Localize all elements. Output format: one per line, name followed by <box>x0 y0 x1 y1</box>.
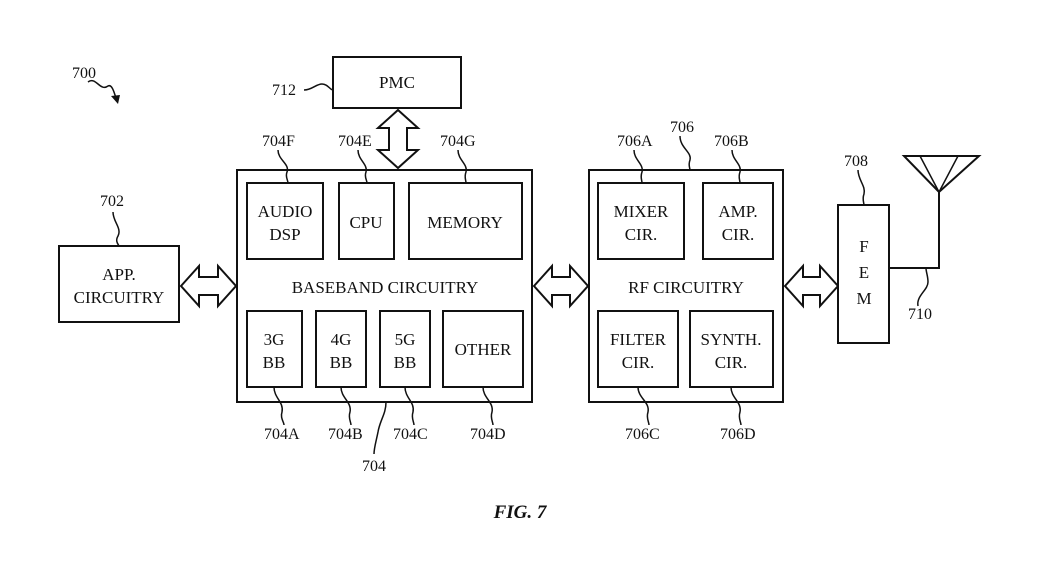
pmc-label: PMC <box>379 73 415 92</box>
bb-4g-block <box>315 310 367 388</box>
app-baseband-arrow <box>179 263 238 309</box>
fem-letter-3: M <box>856 289 871 308</box>
amp-leader <box>731 149 741 184</box>
antenna-ref: 710 <box>908 306 932 323</box>
mixer-block <box>597 182 685 260</box>
filter-leader <box>637 386 650 426</box>
rf-circuitry-leader <box>679 135 691 171</box>
filter-block <box>597 310 679 388</box>
bb-5g-line1: 5G <box>395 330 416 349</box>
memory-leader <box>457 149 467 184</box>
amp-line2: CIR. <box>722 225 755 244</box>
audio-dsp-line1: AUDIO <box>258 202 313 221</box>
rf-circuitry-ref: 706 <box>670 119 694 136</box>
other-block <box>442 310 524 388</box>
amp-ref: 706B <box>714 133 749 150</box>
bb-5g-line2: BB <box>394 353 417 372</box>
baseband-ref-leader <box>373 401 387 455</box>
app-circuitry-line2: CIRCUITRY <box>74 288 165 307</box>
cpu-ref: 704E <box>338 133 372 150</box>
synth-line2: CIR. <box>715 353 748 372</box>
figure-ref-700: 700 <box>72 65 96 82</box>
pmc-block <box>332 56 462 109</box>
cpu-leader <box>357 149 368 184</box>
rf-circuitry-label: RF CIRCUITRY <box>628 278 744 297</box>
rf-fem-arrow <box>783 263 840 309</box>
bb-4g-leader <box>340 386 352 426</box>
filter-ref: 706C <box>625 426 660 443</box>
mixer-line1: MIXER <box>614 202 669 221</box>
bb-3g-leader <box>273 386 285 426</box>
app-circuitry-leader <box>112 211 120 247</box>
pmc-ref-leader <box>303 83 334 91</box>
synth-ref: 706D <box>720 426 756 443</box>
bb-5g-block <box>379 310 431 388</box>
bb-4g-line1: 4G <box>331 330 352 349</box>
cpu-label: CPU <box>349 213 382 232</box>
bb-4g-ref: 704B <box>328 426 363 443</box>
antenna-leader <box>917 267 929 307</box>
bb-3g-block <box>246 310 303 388</box>
audio-dsp-leader <box>277 149 289 184</box>
fem-ref: 708 <box>844 153 868 170</box>
other-leader <box>482 386 494 426</box>
amp-block <box>702 182 774 260</box>
other-label: OTHER <box>455 340 512 359</box>
pmc-baseband-arrow <box>375 108 421 170</box>
memory-label: MEMORY <box>427 213 503 232</box>
mixer-ref: 706A <box>617 133 653 150</box>
antenna-icon <box>901 155 982 194</box>
bb-3g-line1: 3G <box>264 330 285 349</box>
bb-3g-ref: 704A <box>264 426 300 443</box>
filter-line2: CIR. <box>622 353 655 372</box>
app-circuitry-ref: 702 <box>100 193 124 210</box>
synth-line1: SYNTH. <box>701 330 762 349</box>
mixer-line2: CIR. <box>625 225 658 244</box>
filter-line1: FILTER <box>610 330 667 349</box>
synth-leader <box>730 386 742 426</box>
fem-letter-2: E <box>859 263 869 282</box>
audio-dsp-block <box>246 182 324 260</box>
bb-4g-line2: BB <box>330 353 353 372</box>
app-circuitry-block <box>58 245 180 323</box>
memory-block <box>408 182 523 260</box>
figure-ref-squiggle <box>87 79 117 99</box>
fem-leader <box>857 169 866 206</box>
fem-letter-1: F <box>859 237 868 256</box>
baseband-rf-arrow <box>532 263 590 309</box>
baseband-circuitry-ref: 704 <box>362 458 386 475</box>
bb-5g-ref: 704C <box>393 426 428 443</box>
baseband-circuitry-label: BASEBAND CIRCUITRY <box>292 278 479 297</box>
antenna-inner-line <box>919 155 959 194</box>
memory-ref: 704G <box>440 133 476 150</box>
figure-caption: FIG. 7 <box>493 502 548 523</box>
app-circuitry-line1: APP. <box>102 265 136 284</box>
pmc-ref: 712 <box>272 82 296 99</box>
mixer-leader <box>633 149 643 184</box>
bb-3g-line2: BB <box>263 353 286 372</box>
synth-block <box>689 310 774 388</box>
bb-5g-leader <box>404 386 415 426</box>
audio-dsp-line2: DSP <box>269 225 300 244</box>
antenna-feed-line <box>889 192 940 269</box>
other-ref: 704D <box>470 426 506 443</box>
audio-dsp-ref: 704F <box>262 133 295 150</box>
amp-line1: AMP. <box>718 202 757 221</box>
figure-ref-arrowhead <box>111 95 120 104</box>
